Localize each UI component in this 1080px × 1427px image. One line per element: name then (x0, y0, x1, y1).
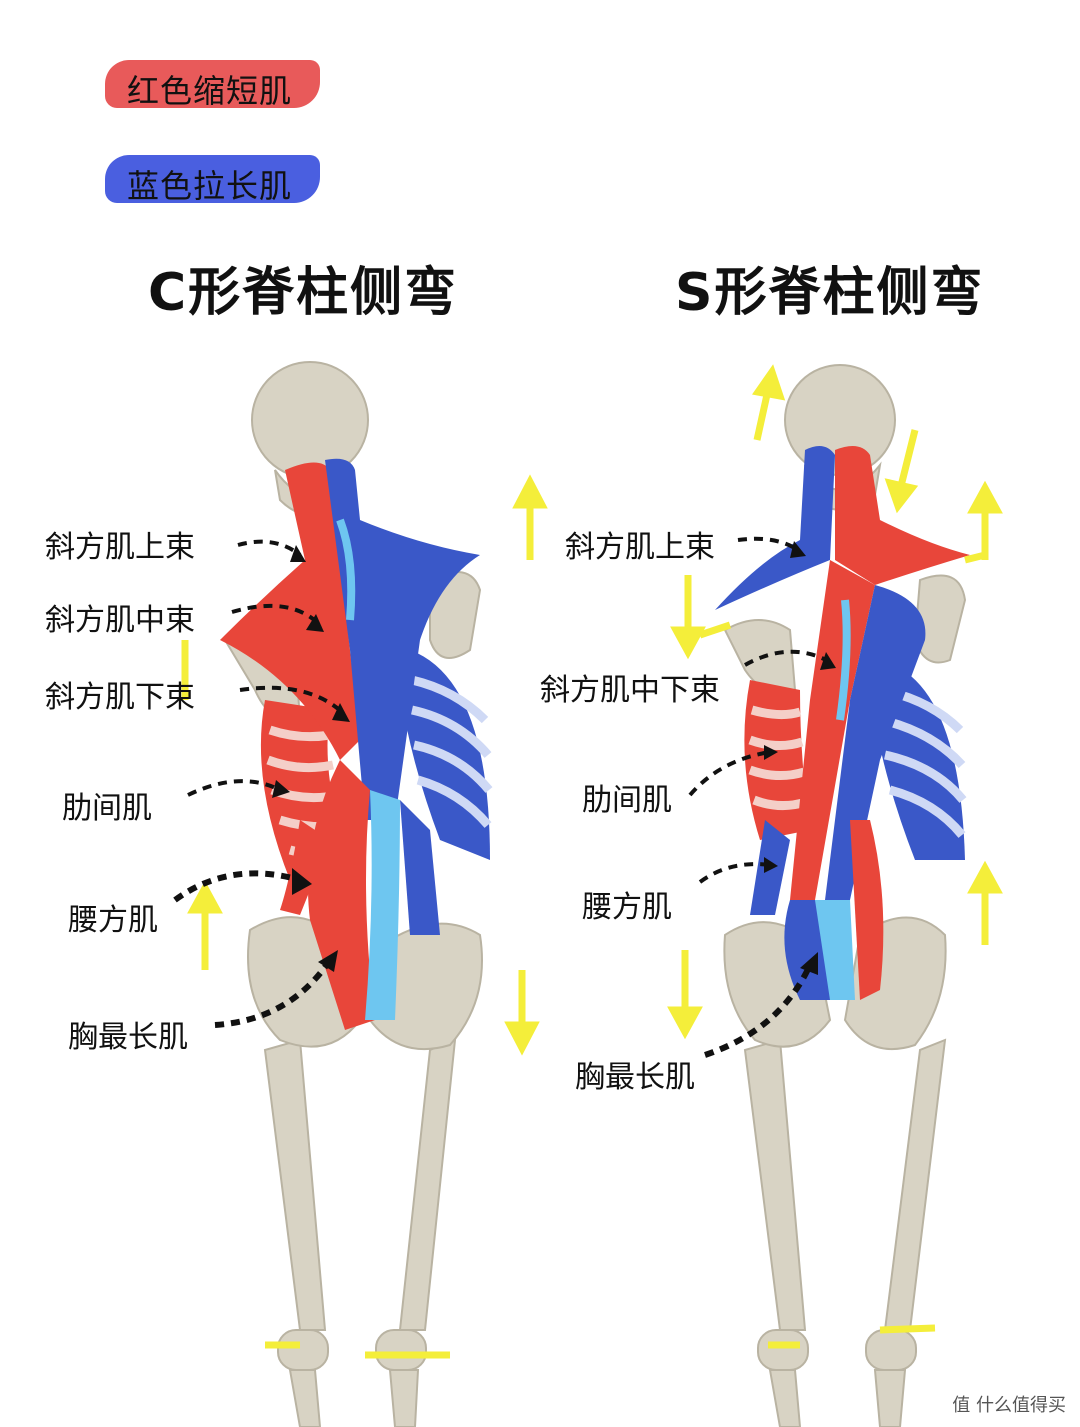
right-trapezius-red-middle (790, 560, 875, 900)
left-pointer-arrows (173, 539, 347, 1028)
left-label-longissimus-thoracis: 胸最长肌 (68, 1020, 188, 1055)
left-trapezius-red (220, 462, 360, 760)
left-tibia-r (388, 1369, 420, 1427)
right-erector-blue (784, 900, 830, 1000)
yellow-arrows (181, 364, 1003, 1359)
right-label-longissimus-thoracis: 胸最长肌 (575, 1060, 695, 1095)
left-knee-l (277, 1329, 329, 1371)
left-trapezius-blue (325, 458, 480, 820)
right-femur-l (743, 1038, 807, 1331)
left-femur-r (398, 1038, 457, 1331)
left-skull (251, 361, 369, 479)
left-label-quadratus-lumborum: 腰方肌 (68, 903, 158, 938)
left-pointer-arrowheads (272, 545, 350, 972)
right-label-quadratus-lumborum: 腰方肌 (582, 890, 672, 925)
left-label-intercostal: 肋间肌 (62, 791, 152, 826)
right-trapezius-red-upper (835, 446, 970, 585)
left-femur-l (263, 1038, 327, 1331)
right-knee-r (865, 1329, 917, 1371)
right-erector-red (850, 820, 884, 1000)
right-pointer-arrows (688, 536, 831, 1058)
title-c-scoliosis: C形脊柱侧弯 (148, 263, 459, 323)
right-label-intercostal: 肋间肌 (582, 783, 672, 818)
right-ribs-red (744, 680, 810, 840)
left-label-lower-trapezius: 斜方肌下束 (45, 680, 195, 715)
left-ribs-blue (400, 650, 493, 860)
legend-short-muscle-text: 红色缩短肌 (127, 72, 293, 110)
legend-long-muscle-text: 蓝色拉长肌 (127, 167, 293, 205)
left-label-middle-trapezius: 斜方肌中束 (45, 603, 195, 638)
legend-short-muscle: 红色缩短肌 (105, 60, 320, 110)
right-label-upper-trapezius: 斜方肌上束 (565, 530, 715, 565)
watermark: 值 什么值得买 (952, 1395, 1066, 1416)
right-tibia-l (768, 1369, 802, 1427)
right-tibia-r (873, 1369, 907, 1427)
right-erector-light (815, 900, 855, 1000)
left-quadratus-blue (400, 800, 440, 935)
right-knee-l (757, 1329, 809, 1371)
left-label-upper-trapezius: 斜方肌上束 (45, 530, 195, 565)
left-tibia-l (288, 1369, 322, 1427)
left-erector-light (365, 790, 400, 1020)
right-pointer-arrowheads (764, 541, 836, 975)
right-femur-r (883, 1038, 947, 1331)
right-trapezius-blue-upper (715, 446, 835, 610)
left-figure (220, 361, 493, 1427)
right-figure (715, 364, 970, 1427)
legend-long-muscle: 蓝色拉长肌 (105, 155, 320, 205)
left-knee-r (375, 1329, 427, 1371)
right-label-middle-lower-trapezius: 斜方肌中下束 (540, 673, 720, 708)
title-s-scoliosis: S形脊柱侧弯 (675, 263, 985, 323)
